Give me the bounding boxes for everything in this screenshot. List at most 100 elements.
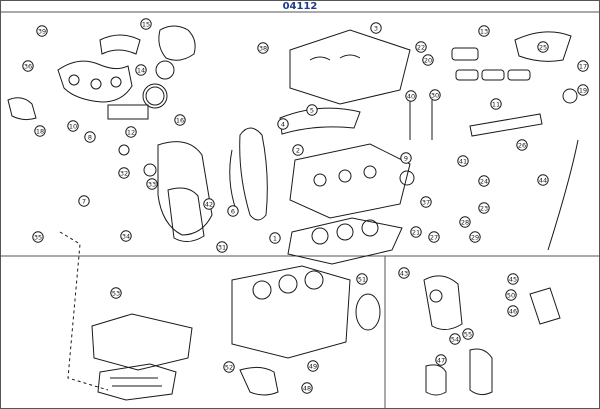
callout-circle-2 (292, 144, 304, 156)
callout-circle-11 (490, 98, 502, 110)
callout-6: 6 (227, 205, 239, 217)
diagram-header: 04112 (0, 0, 600, 18)
callout-number-21: 21 (412, 229, 420, 237)
callout-circle-6 (227, 205, 239, 217)
callout-number-28: 28 (461, 219, 469, 227)
callout-number-2: 2 (296, 147, 300, 155)
part-sketches (7, 25, 579, 401)
callout-circle-26 (516, 139, 528, 151)
callout-number-24: 24 (480, 178, 488, 186)
callout-number-18: 18 (36, 128, 44, 136)
cylinder-block (231, 265, 351, 359)
callout-circle-52 (223, 361, 235, 373)
exhaust-pipe (7, 97, 37, 121)
callout-circle-48 (301, 382, 313, 394)
callout-number-43: 43 (400, 270, 408, 278)
callout-circle-21 (410, 226, 422, 238)
callout-circle-5 (306, 104, 318, 116)
callout-24: 24 (478, 175, 490, 187)
oil-pan (91, 313, 193, 371)
water-housing (158, 25, 196, 61)
callout-22: 22 (415, 41, 427, 53)
callout-number-7: 7 (82, 198, 86, 206)
callout-42: 42 (203, 198, 215, 210)
exhaust-manifold (57, 60, 133, 103)
callout-circle-25 (537, 41, 549, 53)
callout-circle-45 (507, 273, 519, 285)
callout-circle-32 (118, 167, 130, 179)
callout-number-41: 41 (459, 158, 467, 166)
callout-3: 3 (370, 22, 382, 34)
timing-chain (239, 127, 268, 221)
callout-49: 49 (307, 360, 319, 372)
callout-number-15: 15 (142, 21, 150, 29)
callout-number-12: 12 (127, 129, 135, 137)
callout-number-25: 25 (539, 44, 547, 52)
callout-25: 25 (537, 41, 549, 53)
callout-number-26: 26 (518, 142, 526, 150)
callout-number-1: 1 (273, 235, 277, 243)
callout-number-31: 31 (218, 244, 226, 252)
callout-26: 26 (516, 139, 528, 151)
callout-28: 28 (459, 216, 471, 228)
callout-18: 18 (34, 125, 46, 137)
callout-number-22: 22 (417, 44, 425, 52)
callout-35: 35 (32, 231, 44, 243)
callout-number-19: 19 (579, 87, 587, 95)
callout-15: 15 (140, 18, 152, 30)
callout-circle-4 (277, 118, 289, 130)
callout-number-13: 13 (480, 28, 488, 36)
callout-circle-54 (449, 333, 461, 345)
callout-5: 5 (306, 104, 318, 116)
callout-number-34: 34 (122, 233, 130, 241)
callout-number-11: 11 (492, 101, 500, 109)
callout-30: 30 (429, 89, 441, 101)
callout-circle-44 (537, 174, 549, 186)
callout-number-37: 37 (422, 199, 430, 207)
callout-circle-37 (420, 196, 432, 208)
callout-2: 2 (292, 144, 304, 156)
callout-number-50: 50 (507, 292, 515, 300)
callout-circle-51 (356, 273, 368, 285)
diagram-code: 04112 (282, 1, 318, 12)
callout-circle-42 (203, 198, 215, 210)
callout-circle-46 (507, 305, 519, 317)
callout-circle-23 (478, 202, 490, 214)
callout-circle-38 (257, 42, 269, 54)
callout-number-51: 51 (358, 276, 366, 284)
callout-circle-33 (146, 178, 158, 190)
callout-12: 12 (125, 126, 137, 138)
callout-54: 54 (449, 333, 461, 345)
front-cover (167, 187, 205, 242)
callout-circle-22 (415, 41, 427, 53)
callout-number-29: 29 (471, 234, 479, 242)
callout-21: 21 (410, 226, 422, 238)
callout-circle-35 (32, 231, 44, 243)
callout-number-39: 39 (38, 28, 46, 36)
callout-circle-47 (435, 354, 447, 366)
callout-14: 14 (135, 64, 147, 76)
callout-38: 38 (257, 42, 269, 54)
callout-circle-24 (478, 175, 490, 187)
callout-4: 4 (277, 118, 289, 130)
callout-number-14: 14 (137, 67, 145, 75)
callout-37: 37 (420, 196, 432, 208)
callout-circle-34 (120, 230, 132, 242)
callout-circle-8 (84, 131, 96, 143)
callout-number-55: 55 (464, 331, 472, 339)
callout-circle-14 (135, 64, 147, 76)
callout-number-30: 30 (431, 92, 439, 100)
callout-number-53: 53 (112, 290, 120, 298)
callout-circle-39 (36, 25, 48, 37)
callout-27: 27 (428, 231, 440, 243)
callout-number-10: 10 (69, 123, 77, 131)
callout-number-16: 16 (176, 117, 184, 125)
callout-number-48: 48 (303, 385, 311, 393)
timing-cover (157, 141, 213, 236)
callout-45: 45 (507, 273, 519, 285)
fuel-rail (469, 113, 543, 137)
callout-31: 31 (216, 241, 228, 253)
callout-53: 53 (110, 287, 122, 299)
callout-40: 40 (405, 90, 417, 102)
